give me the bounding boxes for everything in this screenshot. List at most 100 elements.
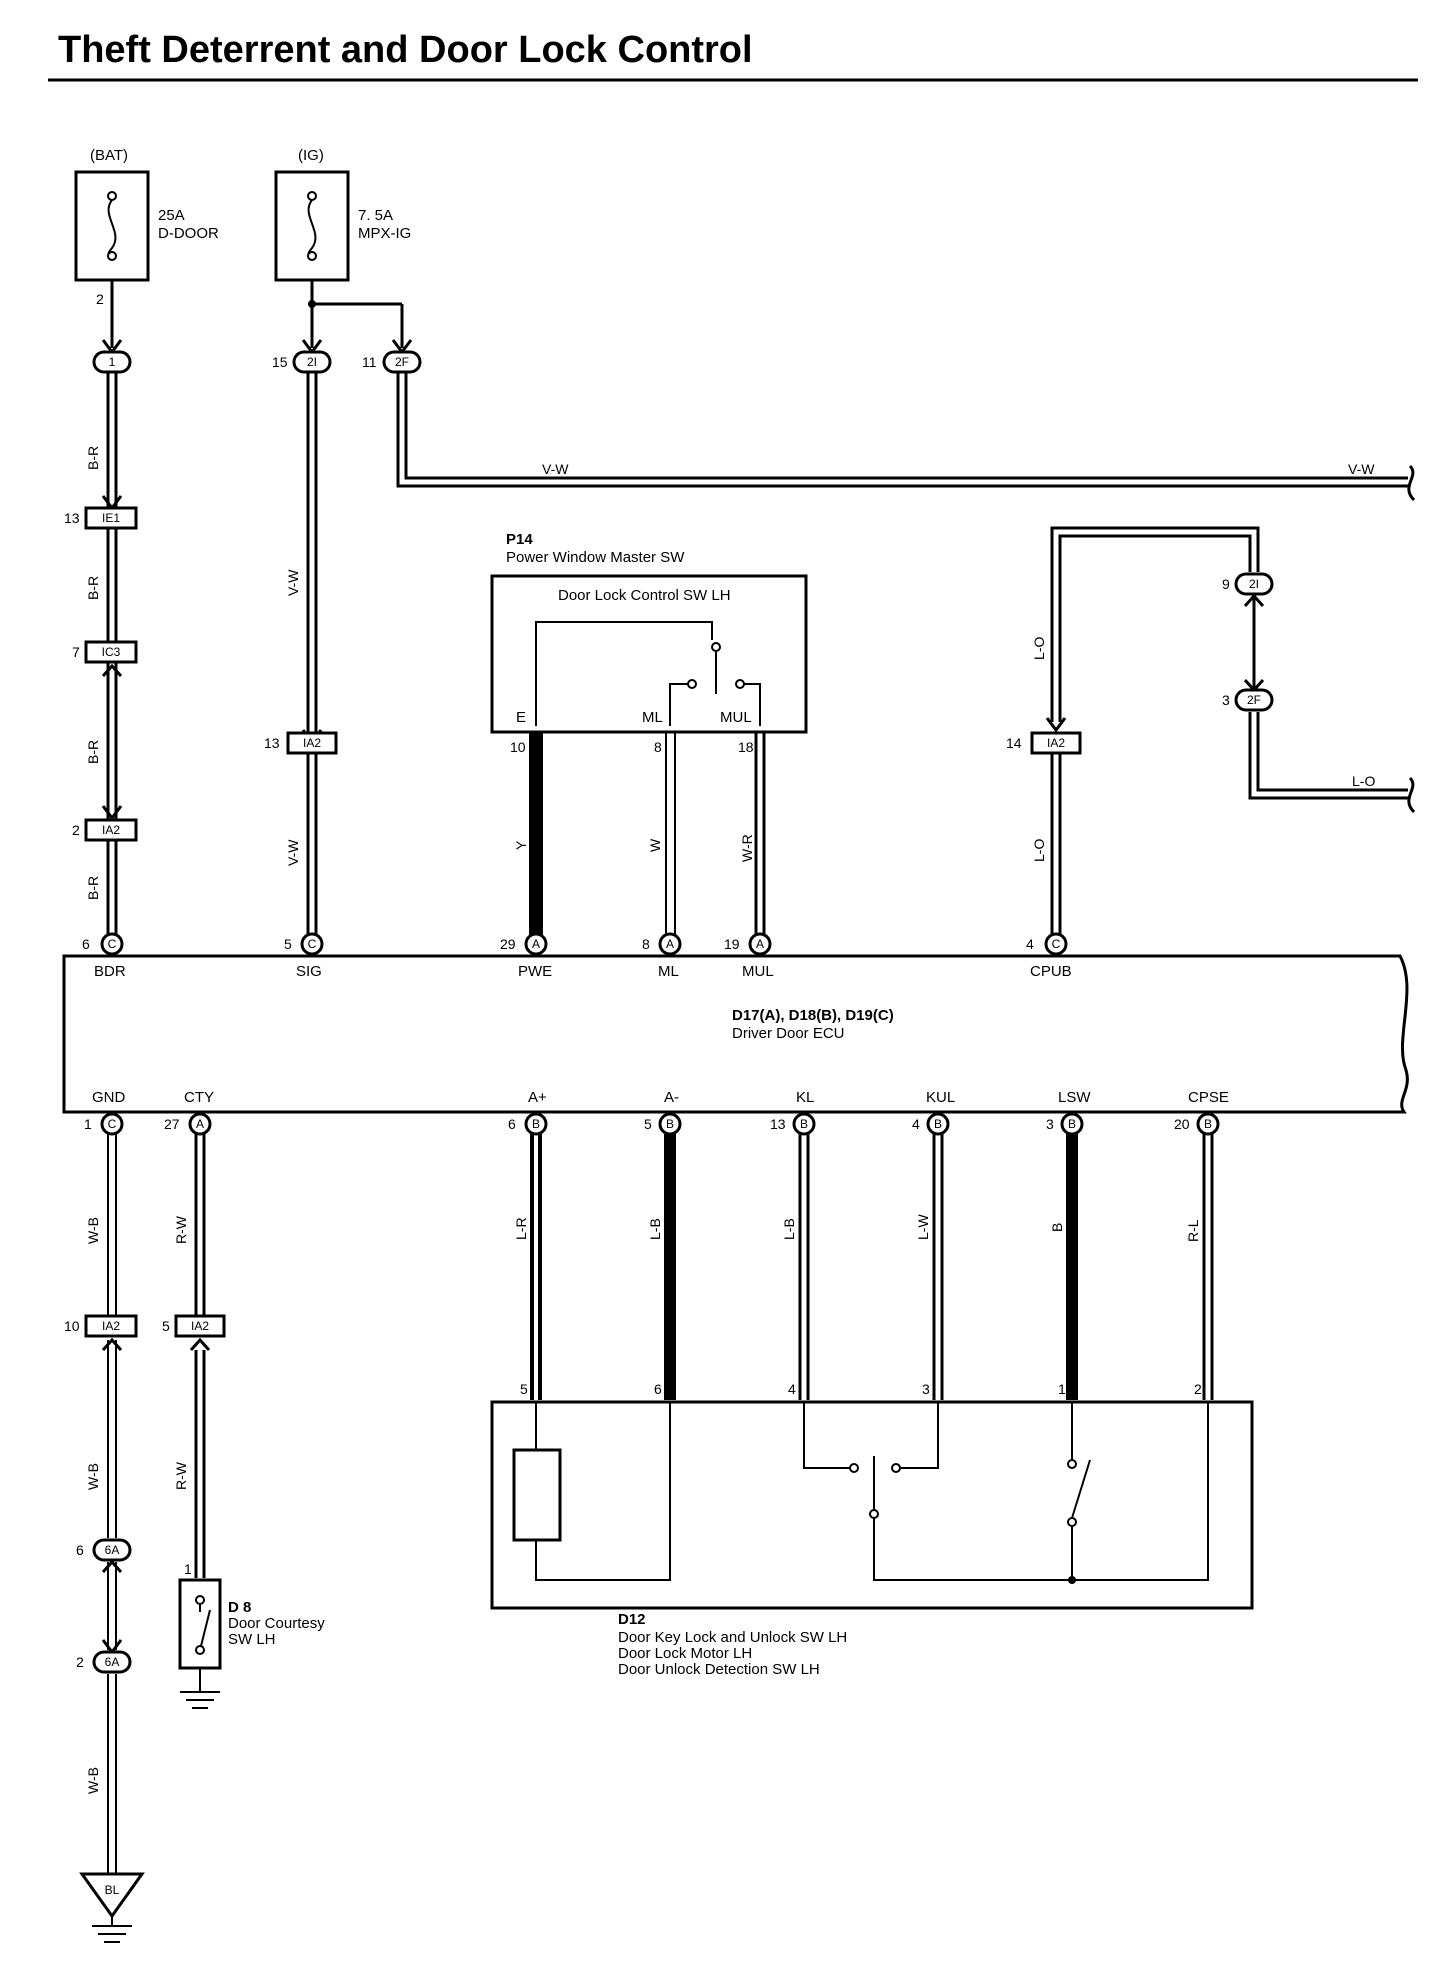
ecu-pin-aminus: B bbox=[658, 1112, 682, 1136]
svg-text:A: A bbox=[196, 1117, 204, 1131]
ecu-pin-pwe: A bbox=[524, 932, 548, 956]
connector-ia2-sig: IA2 bbox=[286, 729, 338, 755]
svg-text:C: C bbox=[308, 937, 317, 951]
wire-lb-kl bbox=[798, 1134, 810, 1400]
d8-line1: Door Courtesy bbox=[228, 1615, 325, 1632]
wire-wr bbox=[754, 733, 766, 934]
pin-5-c: 5 bbox=[284, 936, 292, 952]
fuse-d-door bbox=[74, 170, 150, 282]
pin-19-a: 19 bbox=[724, 936, 740, 952]
pin-6-c: 6 bbox=[82, 936, 90, 952]
pin-4-c: 4 bbox=[1026, 936, 1034, 952]
wire-label-vw-2: V-W bbox=[285, 839, 301, 866]
ecu-pin-sig: C bbox=[300, 932, 324, 956]
pin-18: 18 bbox=[738, 739, 754, 755]
ecu-term-lsw: LSW bbox=[1058, 1089, 1091, 1106]
ecu-pin-aplus: B bbox=[524, 1112, 548, 1136]
pin-13-b: 13 bbox=[770, 1116, 786, 1132]
svg-text:IE1: IE1 bbox=[102, 511, 120, 525]
wire-vw-right bbox=[396, 372, 1416, 502]
svg-text:A: A bbox=[756, 937, 764, 951]
pin-27-a: 27 bbox=[164, 1116, 180, 1132]
connector-ia2-cty: IA2 bbox=[174, 1314, 226, 1352]
wire-wb bbox=[107, 1134, 117, 1874]
ecu-pin-cpub: C bbox=[1044, 932, 1068, 956]
pin-5-ia2: 5 bbox=[162, 1318, 170, 1334]
svg-text:BL: BL bbox=[105, 1883, 120, 1897]
wire-label-lo-2: L-O bbox=[1031, 839, 1047, 862]
fuse2-name: MPX-IG bbox=[358, 225, 411, 242]
wire-label-rw-2: R-W bbox=[173, 1461, 189, 1490]
connector-ia2-cpub: IA2 bbox=[1030, 717, 1082, 755]
pin-6-d12: 6 bbox=[654, 1381, 662, 1397]
svg-text:C: C bbox=[1052, 937, 1061, 951]
wire-lw bbox=[932, 1134, 944, 1400]
ecu-name: Driver Door ECU bbox=[732, 1025, 845, 1042]
wire-label-br-1: B-R bbox=[85, 446, 101, 470]
ecu-term-cpub: CPUB bbox=[1030, 963, 1072, 980]
wire-lb-aminus bbox=[664, 1134, 676, 1400]
wire-label-wb-2: W-B bbox=[85, 1463, 101, 1490]
connector-ie1: IE1 bbox=[84, 495, 138, 530]
wire-vw-sig bbox=[306, 280, 404, 935]
ecu-term-aminus: A- bbox=[664, 1089, 679, 1106]
ecu-term-sig: SIG bbox=[296, 963, 322, 980]
ecu-term-aplus: A+ bbox=[528, 1089, 547, 1106]
ig-label: (IG) bbox=[298, 147, 324, 164]
p14-box bbox=[490, 574, 808, 734]
svg-text:B: B bbox=[934, 1117, 942, 1131]
connector-6a-top: 6A bbox=[92, 1538, 132, 1574]
pin-13-ie1: 13 bbox=[64, 510, 80, 526]
wire-label-lo-end: L-O bbox=[1352, 773, 1375, 789]
page-title: Theft Deterrent and Door Lock Control bbox=[58, 29, 753, 71]
svg-text:IA2: IA2 bbox=[303, 736, 321, 750]
wire-label-wb-1: W-B bbox=[85, 1217, 101, 1244]
pin-14-ia2: 14 bbox=[1006, 735, 1022, 751]
ecu-term-kul: KUL bbox=[926, 1089, 955, 1106]
fuse1-name: D-DOOR bbox=[158, 225, 219, 242]
svg-text:A: A bbox=[666, 937, 674, 951]
pin-10-ia2: 10 bbox=[64, 1318, 80, 1334]
fuse-mpx-ig bbox=[274, 170, 350, 282]
pin-29-a: 29 bbox=[500, 936, 516, 952]
connector-6a-bottom: 6A bbox=[92, 1639, 132, 1674]
ecu-term-bdr: BDR bbox=[94, 963, 126, 980]
svg-text:2I: 2I bbox=[307, 355, 317, 369]
wire-label-br-3: B-R bbox=[85, 740, 101, 764]
pin-20-b: 20 bbox=[1174, 1116, 1190, 1132]
d12-line1: Door Key Lock and Unlock SW LH bbox=[618, 1629, 847, 1646]
wire-lr bbox=[530, 1134, 542, 1400]
svg-text:IA2: IA2 bbox=[1047, 736, 1065, 750]
wire-label-lw: L-W bbox=[915, 1214, 931, 1240]
d8-code: D 8 bbox=[228, 1599, 251, 1616]
pin-3-b: 3 bbox=[1046, 1116, 1054, 1132]
wire-label-vw-end: V-W bbox=[1348, 461, 1375, 477]
ecu-pin-mul: A bbox=[748, 932, 772, 956]
svg-text:IA2: IA2 bbox=[102, 1319, 120, 1333]
svg-text:C: C bbox=[108, 937, 117, 951]
ecu-pin-kl: B bbox=[792, 1112, 816, 1136]
wire-y bbox=[529, 733, 543, 938]
wire-label-rw-1: R-W bbox=[173, 1215, 189, 1244]
d12-line3: Door Unlock Detection SW LH bbox=[618, 1661, 820, 1678]
ecu-pin-cty: A bbox=[188, 1112, 212, 1136]
ecu-pin-kul: B bbox=[926, 1112, 950, 1136]
svg-text:2F: 2F bbox=[1247, 693, 1261, 707]
svg-text:C: C bbox=[108, 1117, 117, 1131]
p14-switch-name: Door Lock Control SW LH bbox=[558, 587, 731, 604]
ecu-term-kl: KL bbox=[796, 1089, 814, 1106]
pin-11-2f: 11 bbox=[362, 354, 377, 370]
pin-8: 8 bbox=[654, 739, 662, 755]
pin-10: 10 bbox=[510, 739, 526, 755]
pin-1-c: 1 bbox=[84, 1116, 92, 1132]
wire-label-rl: R-L bbox=[1185, 1219, 1201, 1242]
svg-text:1: 1 bbox=[109, 355, 116, 369]
wire-label-wr: W-R bbox=[739, 834, 755, 862]
ecu-pin-cpse: B bbox=[1196, 1112, 1220, 1136]
connector-2f-top: 2F bbox=[382, 339, 422, 374]
pin-2-ia2: 2 bbox=[72, 822, 80, 838]
d8-line2: SW LH bbox=[228, 1631, 276, 1648]
svg-text:B: B bbox=[800, 1117, 808, 1131]
d12-box bbox=[490, 1400, 1254, 1610]
